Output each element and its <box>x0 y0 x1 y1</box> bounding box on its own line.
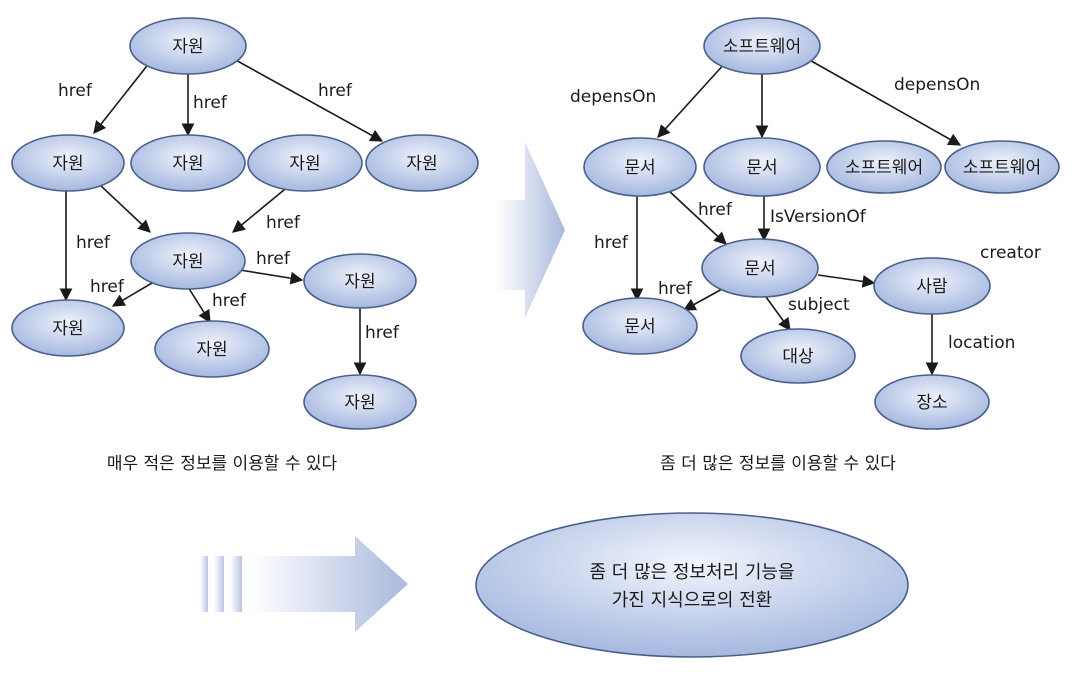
svg-text:문서: 문서 <box>744 259 775 279</box>
label-root-c1: href <box>58 81 93 101</box>
bottom-transition-arrow <box>200 536 408 632</box>
svg-text:자원: 자원 <box>196 340 227 360</box>
label-doc2-doc-mid: IsVersionOf <box>770 207 867 227</box>
edge-root-c1 <box>93 61 151 135</box>
svg-text:자원: 자원 <box>289 154 320 174</box>
right-caption: 좀 더 많은 정보를 이용할 수 있다 <box>660 454 896 474</box>
svg-text:자원: 자원 <box>344 272 375 292</box>
label-root-c4: href <box>318 81 353 101</box>
edge-top-software-b <box>805 57 962 146</box>
arrow-body <box>250 536 408 632</box>
node-software-b: 소프트웨어 <box>944 140 1060 194</box>
label-c3-mid: href <box>266 213 301 233</box>
node-root: 자원 <box>129 17 247 75</box>
conclusion-line-1: 좀 더 많은 정보처리 기능을 <box>589 562 794 583</box>
edge-doc-mid-subject <box>765 296 791 332</box>
edge-top-doc1 <box>657 61 727 138</box>
svg-text:사람: 사람 <box>916 277 948 297</box>
node-software-a: 소프트웨어 <box>826 140 942 194</box>
edge-doc1-doc-mid <box>667 189 727 245</box>
label-mid-bottom-mid: href <box>212 291 247 311</box>
arrow-stripe-3 <box>230 556 242 612</box>
node-right-bottom: 자원 <box>303 374 417 430</box>
edge-mid-bottom-left <box>111 282 153 307</box>
node-c2: 자원 <box>130 134 246 192</box>
svg-text:소프트웨어: 소프트웨어 <box>963 158 1041 178</box>
svg-text:문서: 문서 <box>624 158 655 178</box>
svg-text:자원: 자원 <box>344 393 375 413</box>
label-doc-mid-subject: subject <box>788 295 850 315</box>
edge-c1-mid <box>99 184 151 233</box>
label-mid-bottom-left: href <box>90 277 125 297</box>
conclusion-line-2: 가진 지식으로의 전환 <box>612 590 772 611</box>
svg-text:자원: 자원 <box>406 154 437 174</box>
node-person: 사람 <box>873 257 991 315</box>
edge-doc-mid-doc-bottom <box>682 287 725 311</box>
node-c4: 자원 <box>365 134 479 192</box>
left-graph-edge-labels: href href href href href href href href … <box>58 81 400 343</box>
edge-mid-right1 <box>239 269 304 285</box>
svg-text:자원: 자원 <box>52 319 83 339</box>
label-right1-right-bottom: href <box>365 323 400 343</box>
label-root-c2: href <box>193 93 228 113</box>
label-c1-bottom-left: href <box>76 233 111 253</box>
node-doc-bottom: 문서 <box>582 297 698 355</box>
node-mid: 자원 <box>130 232 246 290</box>
svg-text:문서: 문서 <box>746 158 777 178</box>
node-c1: 자원 <box>11 134 125 192</box>
arrow-stripe-1 <box>200 556 208 612</box>
right-graph-edge-labels: depensOn depensOn href IsVersionOf href … <box>570 75 1041 353</box>
left-caption: 매우 적은 정보를 이용할 수 있다 <box>107 454 338 474</box>
arrow-stripe-2 <box>214 556 224 612</box>
node-subject: 대상 <box>740 328 856 384</box>
svg-text:소프트웨어: 소프트웨어 <box>723 37 801 57</box>
svg-text:자원: 자원 <box>172 37 203 57</box>
svg-text:자원: 자원 <box>52 154 83 174</box>
node-bottom-left: 자원 <box>11 299 125 357</box>
transition-arrow-big <box>497 142 565 318</box>
node-place: 장소 <box>874 374 990 430</box>
right-graph-edges <box>630 57 962 376</box>
label-doc1-doc-mid: href <box>698 200 733 220</box>
edge-root-c4 <box>231 57 384 142</box>
label-top-doc1: depensOn <box>570 87 656 107</box>
label-mid-right1: href <box>256 249 291 269</box>
edge-doc-mid-person <box>817 274 876 288</box>
label-doc1-doc-bottom: href <box>594 233 629 253</box>
right-graph-nodes: 소프트웨어 문서 문서 소프트웨어 소프트웨어 문서 사람 문서 <box>582 17 1060 430</box>
label-person-place: location <box>948 333 1015 353</box>
svg-text:장소: 장소 <box>916 393 947 413</box>
node-doc2: 문서 <box>703 137 821 197</box>
svg-text:문서: 문서 <box>624 317 655 337</box>
node-c3: 자원 <box>247 134 363 192</box>
svg-text:자원: 자원 <box>172 252 203 272</box>
left-graph-edges <box>59 57 384 376</box>
node-doc1: 문서 <box>583 137 697 197</box>
label-creator: creator <box>980 243 1041 263</box>
node-doc-mid: 문서 <box>701 238 819 298</box>
node-right1: 자원 <box>303 253 417 309</box>
node-software-top: 소프트웨어 <box>703 17 821 75</box>
left-graph-nodes: 자원 자원 자원 자원 자원 자원 자원 자원 <box>11 17 479 430</box>
conclusion-bubble: 좀 더 많은 정보처리 기능을 가진 지식으로의 전환 <box>475 512 909 658</box>
svg-text:소프트웨어: 소프트웨어 <box>845 158 923 178</box>
label-top-software-b: depensOn <box>894 75 980 95</box>
svg-text:대상: 대상 <box>782 347 814 367</box>
edge-mid-bottom-mid <box>187 286 211 324</box>
edge-c3-mid <box>232 184 291 233</box>
svg-text:자원: 자원 <box>172 154 203 174</box>
node-bottom-mid: 자원 <box>154 320 270 378</box>
label-doc-mid-doc-bottom: href <box>658 279 693 299</box>
